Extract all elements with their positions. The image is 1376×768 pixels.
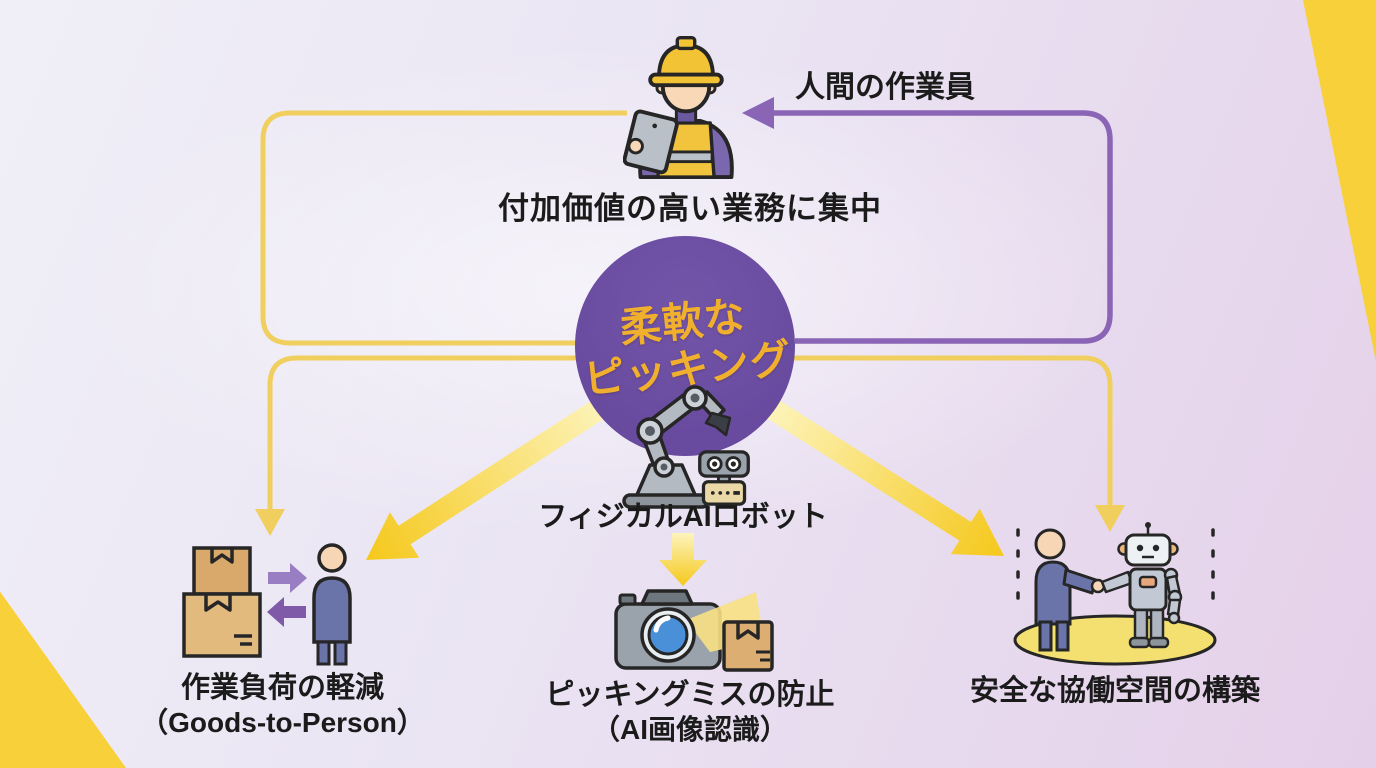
big-arrow-to-goods-to-person: [366, 393, 614, 560]
worker-label: 人間の作業員: [795, 71, 975, 104]
purple-arrowhead-left: [742, 97, 774, 129]
outcome-label: 作業負荷の軽減: [180, 672, 384, 704]
outcome-label: 安全な協働空間の構築: [969, 675, 1260, 707]
flexible-picking-circle: 柔軟な ピッキング: [575, 236, 795, 456]
outcome-sublabel: （Goods-to-Person）: [140, 707, 425, 739]
human-robot-handshake-icon: [1013, 522, 1217, 666]
robot-caption: フィジカルAIロボット: [538, 501, 828, 533]
big-arrow-to-collab-space: [762, 396, 1004, 556]
yellow-line-to-bottom-left: [267, 355, 576, 512]
yellow-left-loop-line: [260, 110, 627, 346]
outcome-label: ピッキングミスの防止: [545, 679, 835, 711]
outcome-safe-collab-space: 安全な協働空間の構築: [945, 674, 1285, 709]
yellow-arrowhead-down-left: [255, 509, 285, 536]
arrow-left-icon: [267, 597, 306, 627]
outcome-picking-mistakes: ピッキングミスの防止 （AI画像認識）: [515, 678, 865, 748]
camera-scanning-box-icon: [614, 589, 774, 672]
arrow-right-icon: [268, 563, 307, 593]
robot-arm-icon: [622, 385, 732, 509]
yellow-arrowhead-down-right: [1095, 505, 1125, 532]
big-arrow-to-camera: [659, 533, 707, 586]
purple-loop-line-to-worker: [748, 110, 1113, 344]
yellow-line-to-bottom-right: [794, 355, 1113, 508]
worker-caption: 付加価値の高い業務に集中: [498, 191, 882, 226]
human-figure: [1034, 528, 1106, 652]
outcome-goods-to-person: 作業負荷の軽減 （Goods-to-Person）: [110, 671, 455, 741]
robot-figure: [1100, 522, 1183, 649]
worker-with-tablet-icon: [623, 36, 734, 180]
tablet-icon: [623, 109, 679, 175]
boxes-exchange-person-icon: [182, 543, 352, 666]
outcome-sublabel: （AI画像認識）: [591, 714, 788, 746]
vision-sensor-icon: [698, 450, 750, 506]
